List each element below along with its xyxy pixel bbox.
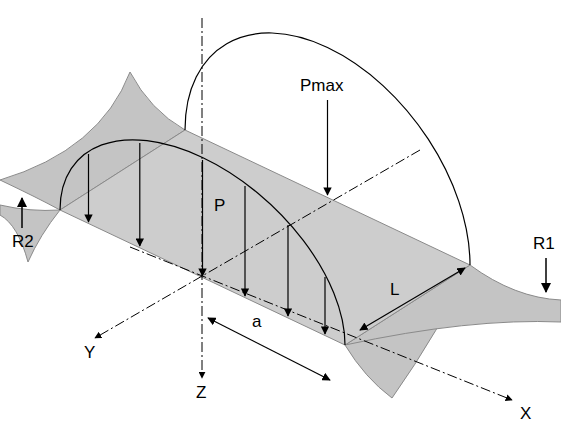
- pressure-label: P: [214, 196, 225, 216]
- z-axis: [202, 18, 203, 378]
- half-width-dimension: [208, 318, 330, 380]
- axis-label: Z: [196, 383, 206, 403]
- pressure-label: Pmax: [300, 76, 343, 96]
- radius-label: R1: [533, 234, 555, 254]
- axis-label: Y: [84, 343, 95, 363]
- pmax-arrow: [327, 100, 328, 195]
- radius-label: R2: [12, 232, 34, 252]
- contact-strip: [60, 130, 470, 345]
- pressure-ellipse: [185, 33, 470, 265]
- dimension-label: L: [390, 280, 399, 300]
- pressure-arrows: [89, 143, 326, 334]
- length-dimension: [360, 268, 465, 330]
- load-arrow: [545, 258, 547, 292]
- pressure-ellipse: [60, 140, 345, 345]
- axis-label: X: [520, 404, 531, 424]
- y-axis: [95, 150, 420, 338]
- load-arrow: [21, 198, 23, 228]
- lower-cylinder-surface: [0, 205, 60, 262]
- dimension-label: a: [252, 312, 261, 332]
- x-axis: [130, 247, 512, 400]
